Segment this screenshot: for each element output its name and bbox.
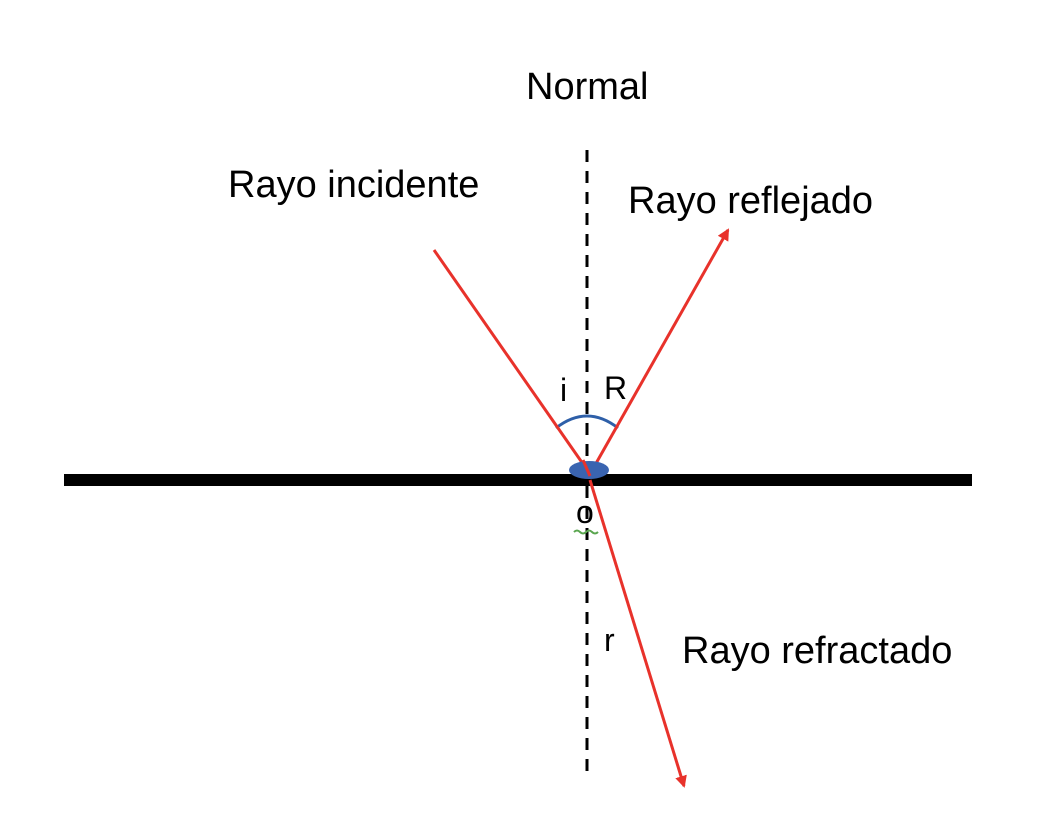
squiggle-decoration (573, 529, 599, 535)
incident-ray-line (432, 249, 592, 475)
angle-incidence-label: i (560, 372, 568, 408)
angle-refraction-label: r (604, 622, 615, 658)
angle-reflection-label: R (604, 370, 628, 406)
refracted-ray-label: Rayo refractado (682, 630, 953, 672)
normal-label: Normal (526, 66, 649, 108)
incident-ray-label: Rayo incidente (228, 164, 480, 206)
incidence-point-tick (581, 459, 592, 477)
reflected-ray-label: Rayo reflejado (628, 180, 874, 222)
angle-arc (555, 414, 619, 430)
reflected-ray-line (588, 228, 730, 475)
refracted-ray-line (588, 479, 687, 788)
incidence-point-label: o (576, 494, 594, 530)
